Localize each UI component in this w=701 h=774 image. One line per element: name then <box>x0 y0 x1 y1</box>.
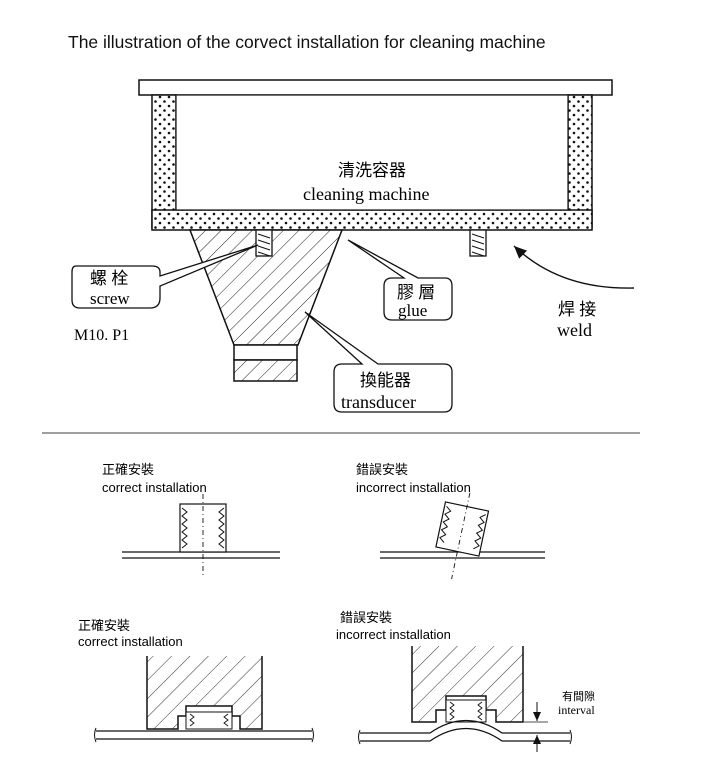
screw-label-en: screw <box>90 289 130 308</box>
weld-label-en: weld <box>557 320 592 340</box>
br-label-cn: 錯誤安裝 <box>340 610 392 625</box>
br-label-en: incorrect installation <box>336 627 451 642</box>
correct-stud <box>122 494 280 578</box>
glue-label-en: glue <box>398 301 427 320</box>
correct-block <box>94 656 314 743</box>
transducer-callout <box>304 311 453 413</box>
screw-left <box>255 229 273 257</box>
interval-indicator <box>524 702 548 752</box>
weld-label-cn: 焊 接 <box>558 300 596 319</box>
incorrect-block <box>358 646 572 745</box>
tr-label-cn: 錯誤安裝 <box>356 462 408 477</box>
glue-callout <box>347 239 453 321</box>
glue-label-cn: 膠 層 <box>397 283 435 302</box>
screw-label-cn: 螺 栓 <box>90 269 128 288</box>
incorrect-stud <box>380 492 545 580</box>
interval-label-en: interval <box>558 703 595 717</box>
tl-label-cn: 正確安裝 <box>102 462 154 477</box>
transducer <box>188 229 344 382</box>
machine-label-cn: 清洗容器 <box>338 161 406 180</box>
screw-right <box>469 229 487 257</box>
transducer-label-en: transducer <box>341 392 416 412</box>
model-label: M10. P1 <box>74 327 129 344</box>
weld-arrow <box>513 245 635 289</box>
bl-label-en: correct installation <box>78 634 183 649</box>
interval-label-cn: 有間隙 <box>562 689 595 703</box>
tr-label-en: incorrect installation <box>356 480 471 495</box>
bl-label-cn: 正確安裝 <box>78 618 130 633</box>
page-title: The illustration of the corvect installa… <box>68 32 546 52</box>
tl-label-en: correct installation <box>102 480 207 495</box>
machine-label-en: cleaning machine <box>303 184 429 204</box>
transducer-label-cn: 換能器 <box>360 371 411 390</box>
screw-callout <box>71 244 259 309</box>
cleaning-tank <box>138 79 613 231</box>
